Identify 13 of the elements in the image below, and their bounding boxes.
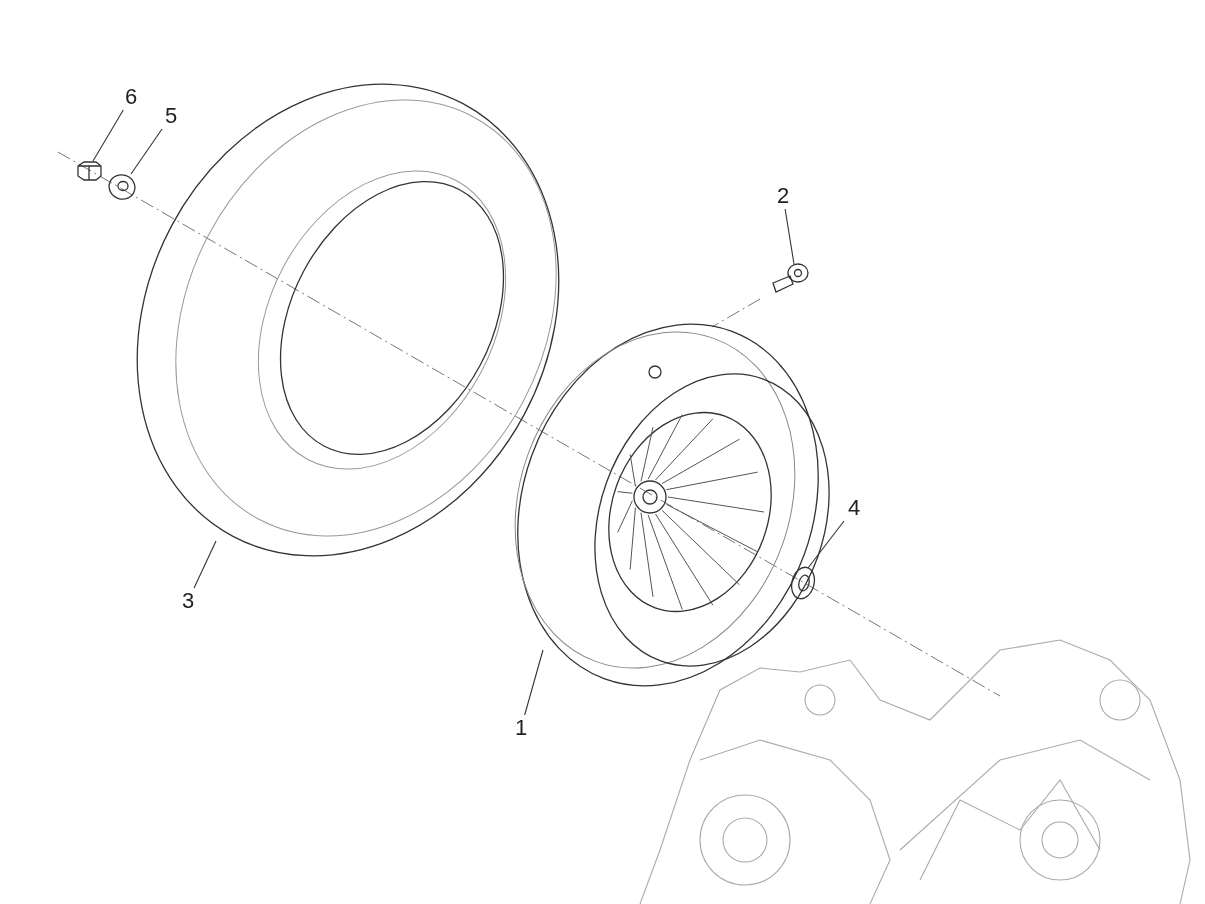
leader-line bbox=[524, 649, 544, 716]
callout-number: 1 bbox=[511, 715, 531, 741]
leader-line bbox=[784, 208, 795, 265]
callout-number: 4 bbox=[844, 495, 864, 521]
washer-drawing bbox=[106, 172, 138, 202]
callout-number: 6 bbox=[121, 84, 141, 110]
callout-number: 3 bbox=[178, 588, 198, 614]
leader-line bbox=[807, 520, 845, 569]
callout-number: 5 bbox=[161, 103, 181, 129]
leader-line bbox=[130, 128, 163, 175]
leader-line bbox=[193, 540, 217, 589]
callout-number: 2 bbox=[773, 183, 793, 209]
leader-line bbox=[92, 109, 124, 162]
